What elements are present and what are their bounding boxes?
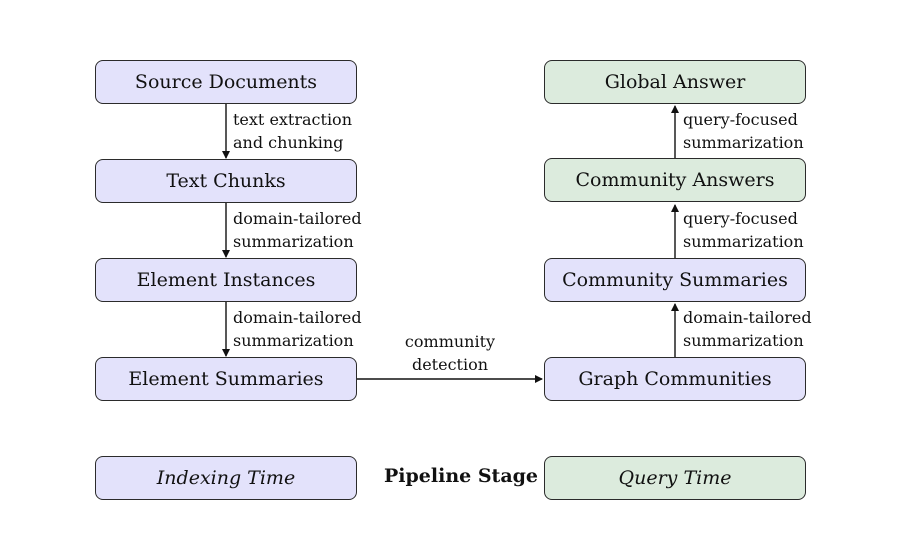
edge-label-line: query-focused xyxy=(683,209,798,228)
edge-label-line: community xyxy=(404,332,496,351)
edge-label-domain-summarization-1: domain-tailored summarization xyxy=(233,207,362,253)
element-instances-node: Element Instances xyxy=(95,258,357,302)
edge-label-line: summarization xyxy=(683,133,804,152)
global-answer-label: Global Answer xyxy=(604,71,746,93)
edge-label-text-extraction: text extraction and chunking xyxy=(233,108,352,154)
source-documents-node: Source Documents xyxy=(95,60,357,104)
edge-label-line: domain-tailored xyxy=(233,308,362,327)
source-documents-label: Source Documents xyxy=(134,71,318,93)
graph-communities-node: Graph Communities xyxy=(544,357,806,401)
legend-indexing-time: Indexing Time xyxy=(95,456,357,500)
text-chunks-label: Text Chunks xyxy=(166,170,286,192)
text-chunks-node: Text Chunks xyxy=(95,159,357,203)
legend-pipeline-stage: Pipeline Stage xyxy=(384,465,539,487)
edge-label-line: domain-tailored xyxy=(683,308,812,327)
graph-communities-label: Graph Communities xyxy=(578,368,772,390)
edge-label-line: summarization xyxy=(233,232,354,251)
element-summaries-label: Element Summaries xyxy=(128,368,324,390)
edge-label-community-detection: community detection xyxy=(400,330,500,376)
community-summaries-label: Community Summaries xyxy=(562,269,788,291)
element-instances-label: Element Instances xyxy=(136,269,316,291)
edge-label-line: summarization xyxy=(233,331,354,350)
edge-label-line: detection xyxy=(411,355,489,374)
edge-label-line: summarization xyxy=(683,331,804,350)
community-answers-node: Community Answers xyxy=(544,158,806,202)
edge-label-domain-summarization-3: domain-tailored summarization xyxy=(683,306,812,352)
element-summaries-node: Element Summaries xyxy=(95,357,357,401)
edge-label-line: summarization xyxy=(683,232,804,251)
edge-label-line: text extraction xyxy=(233,110,352,129)
legend-query-time: Query Time xyxy=(544,456,806,500)
edge-label-line: query-focused xyxy=(683,110,798,129)
global-answer-node: Global Answer xyxy=(544,60,806,104)
edge-label-query-summarization-2: query-focused summarization xyxy=(683,108,804,154)
community-summaries-node: Community Summaries xyxy=(544,258,806,302)
edge-label-query-summarization-1: query-focused summarization xyxy=(683,207,804,253)
legend-indexing-time-label: Indexing Time xyxy=(156,467,296,489)
community-answers-label: Community Answers xyxy=(575,169,775,191)
edge-label-domain-summarization-2: domain-tailored summarization xyxy=(233,306,362,352)
edge-label-line: and chunking xyxy=(233,133,344,152)
edge-label-line: domain-tailored xyxy=(233,209,362,228)
legend-query-time-label: Query Time xyxy=(618,467,732,489)
